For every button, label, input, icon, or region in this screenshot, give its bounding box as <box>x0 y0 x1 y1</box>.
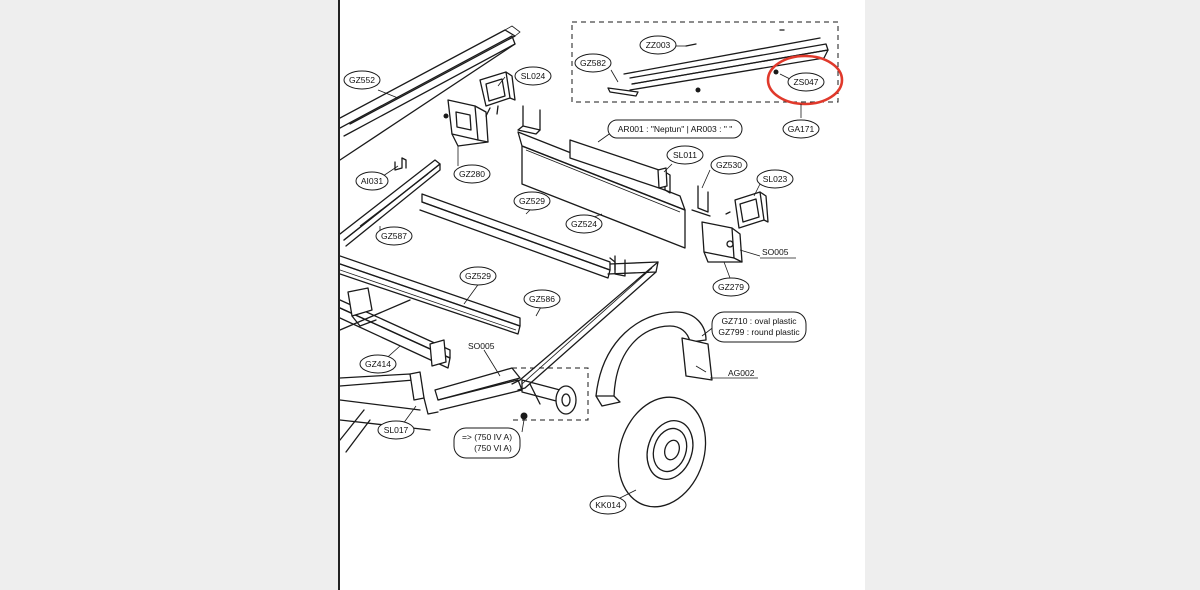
label-text: GZ587 <box>381 231 407 241</box>
label-text: KK014 <box>595 500 621 510</box>
u-clip-center <box>517 105 541 135</box>
label-text: GZ524 <box>571 219 597 229</box>
label-text: SL023 <box>763 174 788 184</box>
label-text: SO005 <box>468 341 495 351</box>
label-text: AG002 <box>728 368 755 378</box>
light-sl011 <box>657 167 668 189</box>
label-text: SL024 <box>521 71 546 81</box>
label-text: SO005 <box>762 247 789 257</box>
label-text: GA171 <box>788 124 815 134</box>
label-text: GZ279 <box>718 282 744 292</box>
label-text-line1: GZ710 : oval plastic <box>721 316 797 326</box>
label-ag002[interactable]: AG002 <box>710 368 758 379</box>
side-rail-gz552 <box>340 25 521 161</box>
u-clip-drawbar <box>614 255 626 277</box>
label-axle-variants[interactable]: => (750 IV A) (750 VI A) <box>453 427 521 459</box>
label-text: GZ530 <box>716 160 742 170</box>
light-sl017 <box>340 371 439 453</box>
label-sl011[interactable]: SL011 <box>666 145 704 165</box>
label-ar001[interactable]: AR001 : "Neptun" | AR003 : " " <box>607 119 743 139</box>
clip-ai031 <box>394 157 407 171</box>
axle-frame-gz414 <box>340 287 451 369</box>
label-ai031[interactable]: AI031 <box>355 171 389 191</box>
axle-hub <box>512 367 589 421</box>
drawbar-gz586 <box>434 261 659 411</box>
label-text: GZ586 <box>529 294 555 304</box>
label-sl023[interactable]: SL023 <box>756 169 794 189</box>
bracket-gz279 <box>701 221 743 263</box>
rail-gz587 <box>340 159 441 247</box>
label-so005-right[interactable]: SO005 <box>760 247 796 259</box>
label-sl017[interactable]: SL017 <box>377 420 415 440</box>
label-gz552[interactable]: GZ552 <box>343 70 381 90</box>
label-gz414[interactable]: GZ414 <box>359 354 397 374</box>
label-text: GZ582 <box>580 58 606 68</box>
label-zz003[interactable]: ZZ003 <box>639 35 677 55</box>
label-text: SL017 <box>384 425 409 435</box>
label-gz586[interactable]: GZ586 <box>523 289 561 309</box>
label-text-line2: GZ799 : round plastic <box>718 327 800 337</box>
label-text: GZ414 <box>365 359 391 369</box>
label-gz529-upper[interactable]: GZ529 <box>513 191 551 211</box>
highlight-ring-zs047 <box>766 54 844 106</box>
label-text: GZ552 <box>349 75 375 85</box>
detail-box-roof-rail <box>571 21 839 103</box>
label-kk014[interactable]: KK014 <box>589 495 627 515</box>
leader-lines <box>377 45 802 501</box>
label-ga171[interactable]: GA171 <box>782 119 820 139</box>
label-gz587[interactable]: GZ587 <box>375 226 413 246</box>
label-zs047[interactable]: ZS047 <box>787 72 825 92</box>
label-text-line2: (750 VI A) <box>474 443 512 453</box>
light-sl023 <box>725 191 769 229</box>
label-text: ZZ003 <box>646 40 671 50</box>
light-sl024 <box>479 71 516 117</box>
bracket-gz280 <box>443 99 489 147</box>
label-so005-left[interactable]: SO005 <box>468 341 495 351</box>
label-text: GZ529 <box>465 271 491 281</box>
trailer-exploded-diagram: GZ552 SL024 ZZ003 GZ582 ZS047 GA171 AR00… <box>340 21 844 515</box>
label-text: ZS047 <box>793 77 818 87</box>
clip-gz530 <box>691 185 711 217</box>
label-gz529-lower[interactable]: GZ529 <box>459 266 497 286</box>
label-text: SL011 <box>673 150 697 160</box>
label-gz524[interactable]: GZ524 <box>565 214 603 234</box>
label-sl024[interactable]: SL024 <box>514 66 552 86</box>
label-text: AR001 : "Neptun" | AR003 : " " <box>618 124 732 134</box>
label-text-line1: => (750 IV A) <box>462 432 512 442</box>
crossmember-gz524 <box>517 131 686 249</box>
label-gz530[interactable]: GZ530 <box>710 155 748 175</box>
crossmember-gz529-lower <box>340 255 521 335</box>
wheel-kk014 <box>617 396 707 508</box>
label-text: AI031 <box>361 176 383 186</box>
parts-diagram-sheet: GZ552 SL024 ZZ003 GZ582 ZS047 GA171 AR00… <box>338 0 865 590</box>
label-text: GZ529 <box>519 196 545 206</box>
plate-ar001 <box>569 139 671 194</box>
label-gz279[interactable]: GZ279 <box>712 277 750 297</box>
label-text: GZ280 <box>459 169 485 179</box>
mudguard-ag002 <box>595 311 713 407</box>
label-gz280[interactable]: GZ280 <box>453 164 491 184</box>
label-gz710[interactable]: GZ710 : oval plastic GZ799 : round plast… <box>711 311 807 343</box>
label-gz582[interactable]: GZ582 <box>574 53 612 73</box>
